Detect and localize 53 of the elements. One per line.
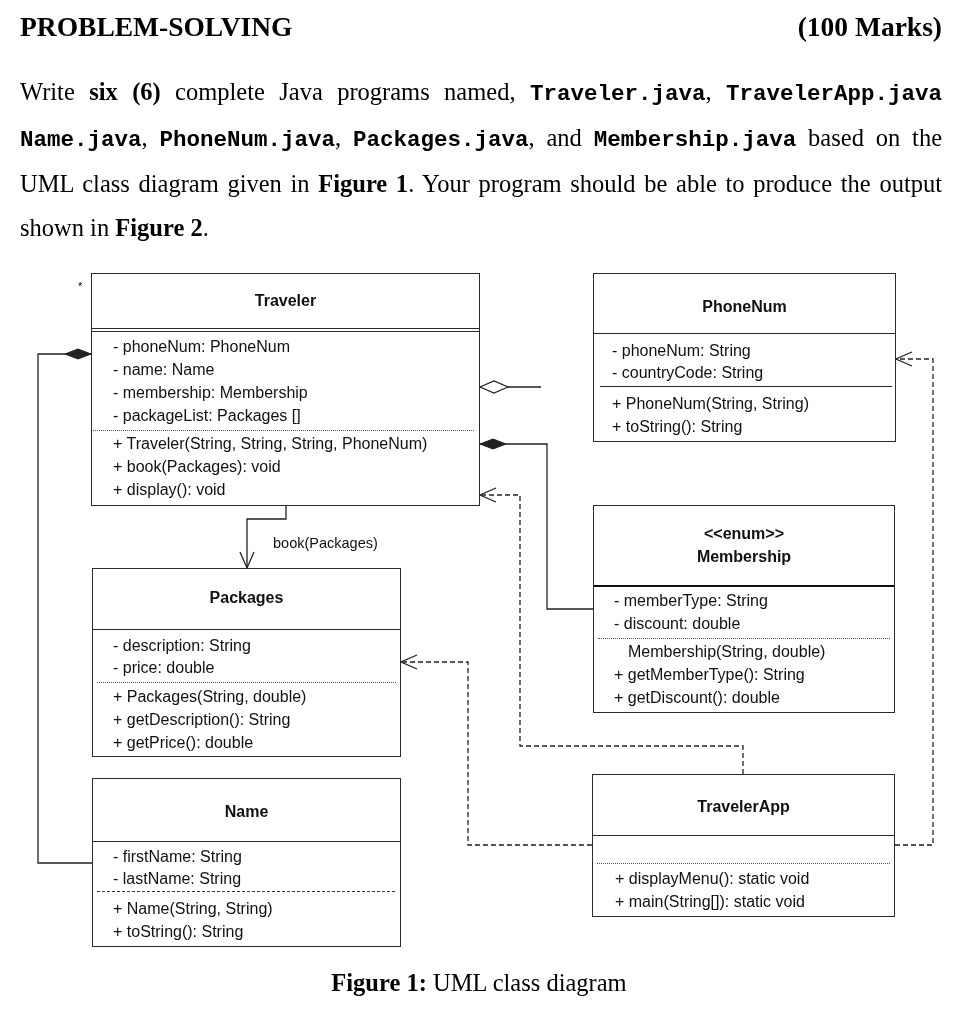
dependency-arrow — [894, 351, 934, 846]
class-name: TravelerApp — [697, 796, 790, 817]
marks-label: (100 Marks) — [797, 10, 942, 44]
instruction-paragraph: Write six (6) complete Java programs named, Traveler.java, TravelerApp.java Name.java, PhoneNum.java, Packages.java, and Membership.java based on the UML class diagram given in Figure 1. Your program should be able to produce the output shown in Figure 2. — [20, 77, 942, 243]
composition-connector — [37, 348, 93, 864]
operation-text: + PhoneNum(String, String) — [612, 393, 809, 414]
operation-text: + display(): void — [113, 479, 226, 500]
class-name: Packages — [209, 587, 284, 608]
class-box — [592, 774, 895, 917]
operation-text: + main(String[]): static void — [615, 891, 805, 912]
stereotype-label: <<enum>> — [704, 523, 784, 544]
attribute-text: - packageList: Packages [] — [113, 405, 301, 426]
class-name: Name — [224, 801, 269, 822]
attribute-text: - discount: double — [614, 613, 741, 634]
operation-text: + toString(): String — [612, 416, 743, 437]
attribute-text: - description: String — [113, 635, 251, 656]
composition-connector — [479, 438, 594, 610]
multiplicity-label: * — [78, 280, 83, 292]
attribute-text: - lastName: String — [113, 868, 242, 889]
dependency-arrow — [400, 654, 593, 846]
class-box — [593, 505, 895, 713]
operation-text: + toString(): String — [113, 921, 244, 942]
association-arrow — [239, 505, 287, 569]
class-name: Traveler — [254, 290, 317, 311]
class-box — [593, 273, 896, 442]
dependency-arrow — [479, 487, 744, 775]
edge-label: book(Packages) — [272, 534, 379, 552]
attribute-text: - phoneNum: PhoneNum — [113, 336, 290, 357]
attribute-text: - memberType: String — [614, 590, 768, 611]
operation-text: + Packages(String, double) — [113, 686, 307, 707]
operation-text: + getDescription(): String — [113, 709, 291, 730]
operation-text: + Traveler(String, String, String, PhoneNum) — [113, 433, 428, 454]
attribute-text: - countryCode: String — [612, 362, 764, 383]
operation-text: + getDiscount(): double — [614, 687, 780, 708]
class-box — [92, 778, 401, 947]
attribute-text: - firstName: String — [113, 846, 242, 867]
attribute-text: - membership: Membership — [113, 382, 308, 403]
figure-caption: Figure 1: UML class diagram — [331, 968, 627, 998]
attribute-text: - name: Name — [113, 359, 215, 380]
section-heading: PROBLEM-SOLVING — [20, 10, 293, 44]
operation-text: + displayMenu(): static void — [615, 868, 810, 889]
aggregation-connector — [479, 380, 542, 394]
class-box — [91, 273, 480, 506]
operation-text: + book(Packages): void — [113, 456, 281, 477]
operation-text: + Name(String, String) — [113, 898, 273, 919]
class-box — [92, 568, 401, 757]
class-name: Membership — [696, 546, 792, 567]
attribute-text: - phoneNum: String — [612, 340, 751, 361]
attribute-text: - price: double — [113, 657, 215, 678]
operation-text: + getMemberType(): String — [614, 664, 805, 685]
operation-text: + getPrice(): double — [113, 732, 254, 753]
class-name: PhoneNum — [702, 296, 787, 317]
operation-text: Membership(String, double) — [628, 641, 826, 662]
